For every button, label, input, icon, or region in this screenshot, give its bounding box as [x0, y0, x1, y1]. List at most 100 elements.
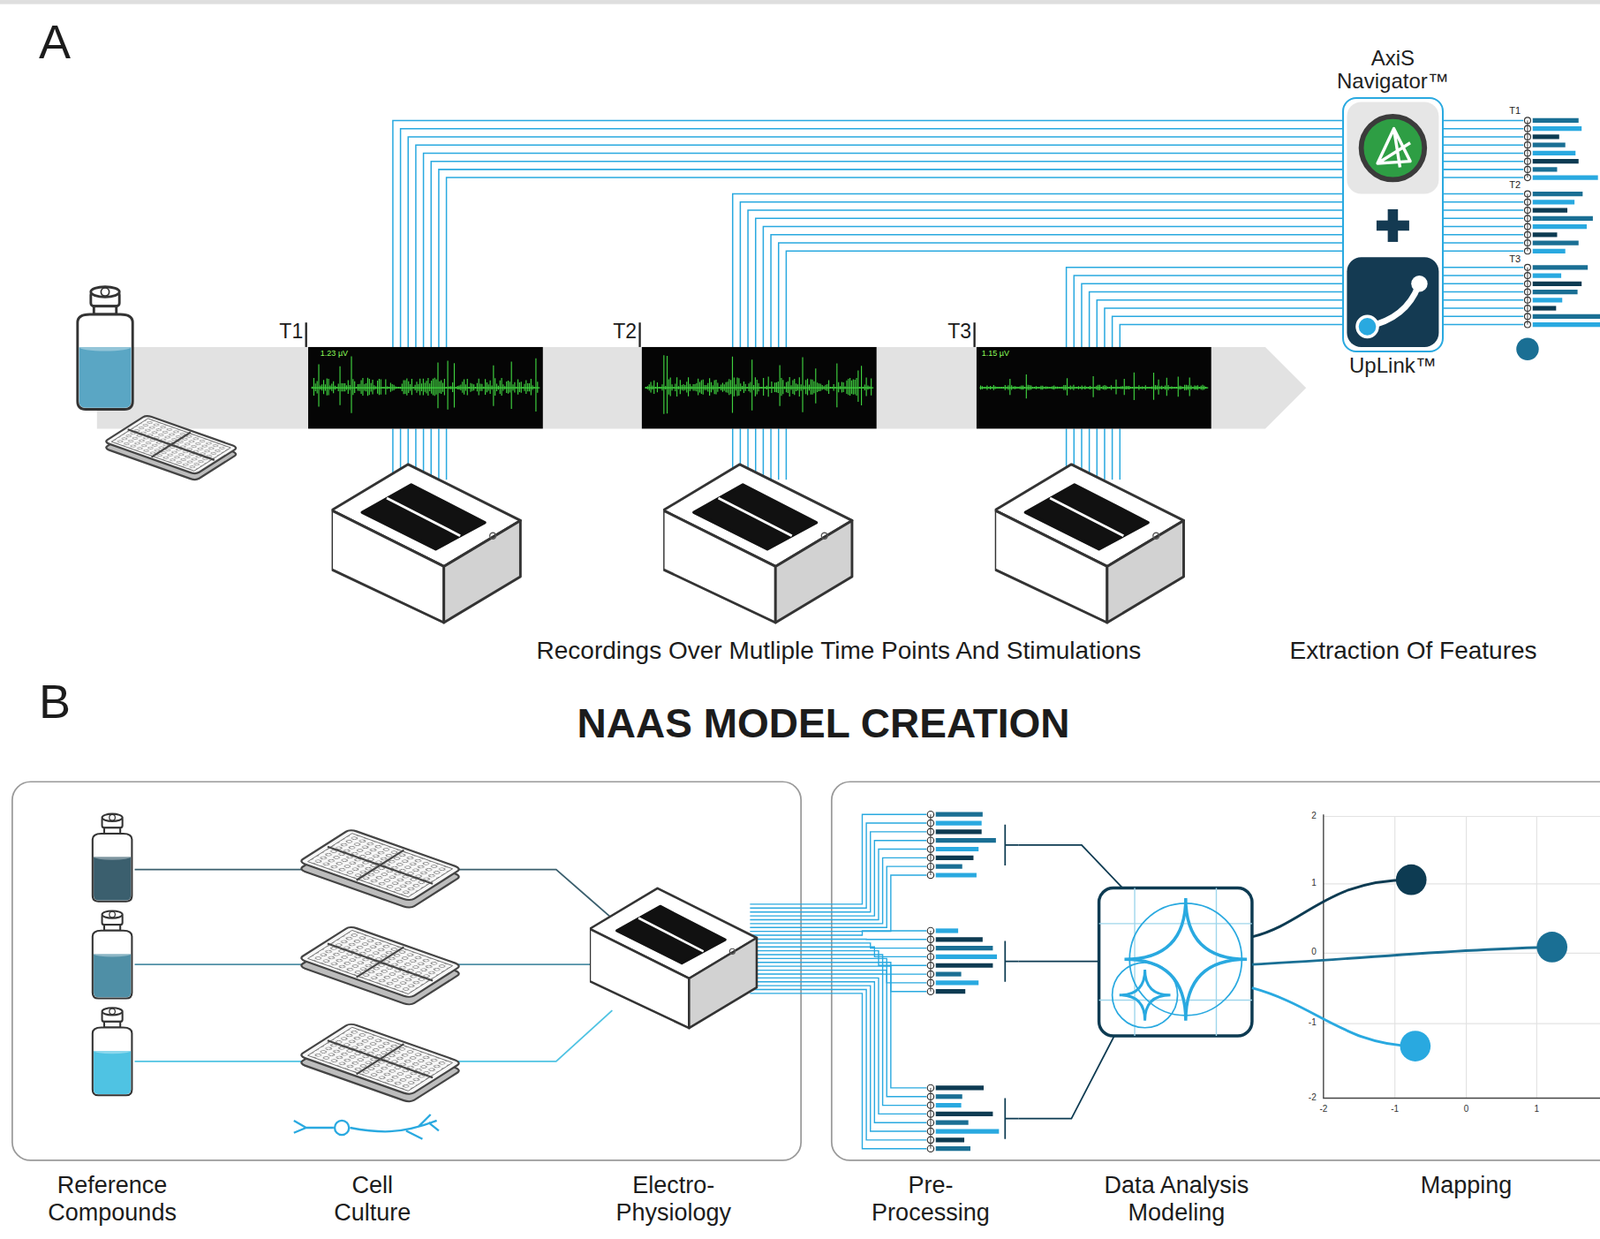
- time-label: T1: [1507, 105, 1523, 117]
- signal-line: [1119, 324, 1344, 348]
- step-label: Reference Compounds: [32, 1171, 192, 1227]
- signal-line: [747, 210, 1344, 348]
- map-curve: [1252, 988, 1416, 1047]
- bracket-link: [1018, 1035, 1115, 1119]
- signal-line: [762, 428, 765, 480]
- signal-line: [1112, 316, 1344, 348]
- signal-line: [749, 930, 927, 936]
- axis-tick: -2: [1308, 1092, 1317, 1103]
- map-dot: [1536, 931, 1568, 963]
- signal-line: [1442, 291, 1524, 294]
- signal-line: [430, 161, 1344, 348]
- axis-icon: [1361, 116, 1426, 181]
- axis-icon-bg: [1346, 102, 1439, 195]
- well-plate: [104, 415, 239, 481]
- axis-tick: 2: [1311, 810, 1317, 822]
- signal-line: [749, 989, 927, 1140]
- recording-screen: [641, 347, 877, 429]
- signal-line: [1073, 275, 1344, 348]
- axis-tick: 0: [1311, 946, 1317, 958]
- signal-line: [749, 822, 927, 908]
- feature-bar: [1532, 191, 1584, 197]
- software-name: UpLink™: [1326, 354, 1459, 378]
- signal-line: [785, 250, 1343, 348]
- panel-letter: A: [38, 14, 71, 69]
- signal-line: [1442, 201, 1524, 204]
- feature-bar: [935, 1137, 965, 1142]
- feature-spine: [929, 814, 931, 876]
- feature-bar: [935, 971, 962, 976]
- signal-line: [777, 428, 780, 480]
- panel-frame: [831, 781, 1600, 1161]
- uplink-icon-bg: [1346, 256, 1439, 348]
- time-label: T2: [612, 319, 637, 343]
- feature-spine: [929, 930, 931, 992]
- map-curve: [1252, 946, 1553, 965]
- feature-bar: [1532, 314, 1600, 319]
- feature-bar: [935, 945, 994, 951]
- flow-line: [453, 963, 612, 966]
- bracket-link: [1018, 845, 1123, 889]
- signal-line: [1442, 307, 1524, 310]
- feature-bar: [935, 928, 959, 933]
- time-tick: [973, 322, 975, 348]
- time-label: T3: [1507, 253, 1523, 265]
- well-plate: [298, 926, 462, 1006]
- feature-bar: [935, 1094, 963, 1099]
- signal-line: [785, 428, 788, 480]
- feature-bar: [1532, 240, 1579, 245]
- feature-bar: [1532, 118, 1579, 123]
- feature-bar: [935, 1120, 969, 1125]
- signal-line: [749, 849, 927, 921]
- feature-bar: [1532, 134, 1560, 139]
- feature-spine: [1526, 267, 1528, 325]
- feature-bar: [935, 829, 982, 834]
- signal-line: [739, 202, 1343, 348]
- panel-letter: B: [38, 673, 71, 729]
- software-box: AxiS Navigator™UpLink™: [1342, 97, 1445, 353]
- signal-line: [749, 954, 927, 974]
- signal-line: [1081, 283, 1344, 348]
- feature-bar: [1532, 232, 1558, 237]
- feature-bar: [935, 872, 977, 877]
- signal-line: [392, 120, 1344, 348]
- signal-line: [1442, 152, 1524, 155]
- feature-bar: [935, 1102, 962, 1108]
- map-curve: [1252, 879, 1412, 937]
- signal-line: [769, 428, 772, 480]
- feature-bar: [1532, 143, 1566, 148]
- signal-line: [1442, 160, 1524, 163]
- signal-line: [1442, 120, 1524, 122]
- signal-line: [1442, 135, 1524, 138]
- step-label: Pre- Processing: [864, 1171, 997, 1227]
- feature-bar: [935, 855, 974, 861]
- recording-screen: [976, 347, 1212, 429]
- axis-tick: 1: [1534, 1103, 1540, 1115]
- model-star: [1124, 898, 1247, 1021]
- bracket: [1004, 824, 1019, 866]
- feature-bar: [935, 864, 963, 869]
- signal-line: [749, 966, 927, 1088]
- time-tick: [638, 322, 641, 348]
- top-strip: [0, 0, 1600, 5]
- signal-line: [770, 234, 1344, 348]
- mea-device: [663, 464, 853, 623]
- waveform: [979, 372, 1208, 400]
- signal-value: 1.23 µV: [320, 348, 348, 358]
- recording-screen: [308, 347, 544, 429]
- signal-line: [1442, 274, 1524, 277]
- axis-tick: 1: [1311, 877, 1317, 889]
- feature-spine: [929, 1087, 931, 1149]
- reference-vial: [92, 1007, 133, 1095]
- mea-device: [995, 464, 1185, 623]
- signal-line: [732, 194, 1344, 348]
- step-label: Cell Culture: [319, 1171, 426, 1227]
- feature-bar: [1532, 199, 1575, 204]
- signal-line: [1442, 226, 1524, 228]
- diagram-title: NAAS MODEL CREATION: [577, 700, 1071, 748]
- signal-line: [1089, 292, 1344, 348]
- neuron: [294, 1114, 439, 1140]
- bracket: [1004, 941, 1019, 982]
- feature-bar: [1532, 158, 1579, 164]
